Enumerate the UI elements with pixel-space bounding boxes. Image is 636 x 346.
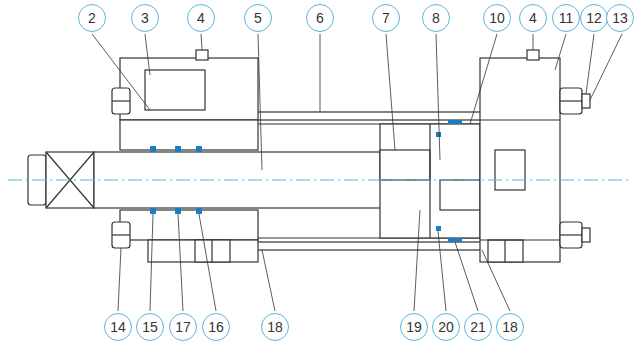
callout-number: 19 xyxy=(406,320,422,334)
callout-number: 15 xyxy=(142,320,158,334)
callout-circle: 14 xyxy=(104,313,132,341)
callout-number: 8 xyxy=(432,11,440,25)
callout-circle: 4 xyxy=(187,4,215,32)
callout-number: 2 xyxy=(88,11,96,25)
callout-number: 5 xyxy=(254,11,262,25)
callout-number: 13 xyxy=(612,11,628,25)
callout-number: 10 xyxy=(489,11,505,25)
callout-number: 4 xyxy=(197,11,205,25)
callout-number: 20 xyxy=(438,320,454,334)
callout-circle: 10 xyxy=(483,4,511,32)
callout-circle: 21 xyxy=(464,313,492,341)
callout-circle: 8 xyxy=(422,4,450,32)
callout-circle: 12 xyxy=(580,4,608,32)
callout-circle: 11 xyxy=(552,4,580,32)
callout-circle: 2 xyxy=(78,4,106,32)
callout-circle: 3 xyxy=(131,4,159,32)
callout-circle: 15 xyxy=(136,313,164,341)
callout-number: 3 xyxy=(141,11,149,25)
callout-number: 16 xyxy=(208,320,224,334)
callout-number: 7 xyxy=(382,11,390,25)
callout-circle: 7 xyxy=(372,4,400,32)
callout-number: 11 xyxy=(559,11,574,25)
callout-circle: 18 xyxy=(496,313,524,341)
callout-number: 18 xyxy=(502,320,518,334)
callout-number: 4 xyxy=(529,11,537,25)
callout-number: 21 xyxy=(470,320,486,334)
callout-circle: 17 xyxy=(169,313,197,341)
callout-number: 6 xyxy=(316,11,324,25)
callout-circle: 20 xyxy=(432,313,460,341)
callout-circle: 4 xyxy=(519,4,547,32)
callout-number: 12 xyxy=(586,11,602,25)
callout-number: 14 xyxy=(110,320,126,334)
callout-circle: 13 xyxy=(606,4,634,32)
callout-circle: 18 xyxy=(261,313,289,341)
callout-circle: 19 xyxy=(400,313,428,341)
callout-circle: 6 xyxy=(306,4,334,32)
callout-circle: 5 xyxy=(244,4,272,32)
callout-number: 18 xyxy=(267,320,283,334)
callout-circle: 16 xyxy=(202,313,230,341)
callout-number: 17 xyxy=(175,320,191,334)
